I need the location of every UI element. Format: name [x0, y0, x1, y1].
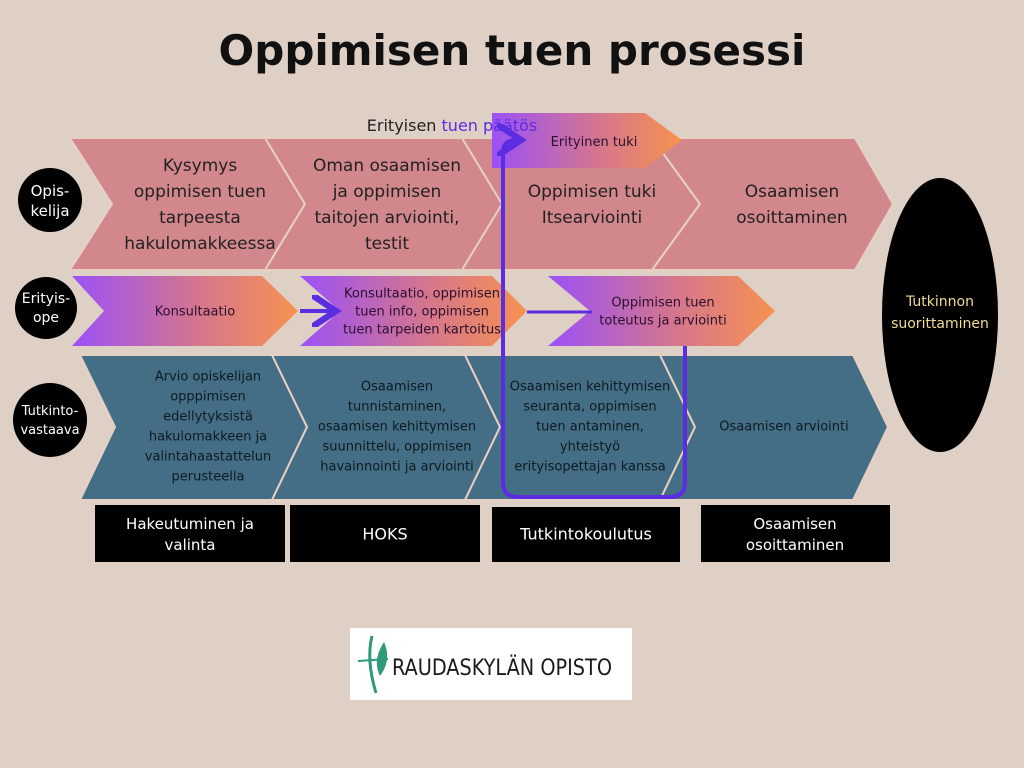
teacher-step-label: Oppimisen tuen toteutus ja arviointi: [599, 296, 726, 329]
label-line: tuen tarpeiden kartoitus: [343, 323, 501, 338]
label-line: tunnistaminen,: [348, 400, 446, 415]
responsible-step-label: Osaamisen kehittymisen seuranta, oppimise…: [510, 380, 670, 475]
label-line: taitojen arviointi,: [314, 208, 459, 228]
teacher-row: [72, 276, 775, 346]
teacher-step-2: [300, 276, 527, 346]
label-line: osoittaminen: [746, 536, 844, 554]
label-line: Oppimisen tuen: [611, 296, 714, 311]
label-line: yhteistyö: [560, 440, 620, 455]
role-student: Opis-kelija: [18, 168, 82, 232]
label-line: suunnittelu, oppimisen: [322, 440, 471, 455]
label-line: Osaamisen: [745, 182, 839, 202]
teacher-step-1: [72, 276, 298, 346]
label-line: erityisopettajan kanssa: [514, 460, 665, 475]
phase-label: Tutkintokoulutus: [519, 525, 652, 544]
teacher-step-label: Konsultaatio, oppimisen tuen info, oppimi…: [343, 287, 501, 338]
responsible-step-label: Osaamisen tunnistaminen, osaamisen kehitty…: [318, 380, 476, 475]
label-line: Osaamisen kehittymisen: [510, 380, 670, 395]
label-line: ja oppimisen: [332, 182, 442, 202]
label-line: testit: [365, 234, 409, 254]
student-step-label: Kysymys oppimisen tuen tarpeesta hakulomakk…: [124, 156, 276, 254]
label-line: Hakeutuminen ja: [126, 515, 254, 533]
label-line: perusteella: [172, 470, 245, 485]
svg-text:RAUDASKYLÄN OPISTO: RAUDASKYLÄN OPISTO: [392, 655, 612, 681]
label-line: Itsearviointi: [542, 208, 642, 228]
label-line: edellytyksistä: [163, 410, 253, 425]
phase-label: Osaamisen osoittaminen: [746, 515, 844, 554]
phase-label: Hakeutuminen ja valinta: [126, 515, 254, 554]
label-line: valinta: [165, 536, 216, 554]
svg-text:Opis-kelija: Opis-kelija: [30, 182, 69, 220]
responsible-step-4: [658, 354, 890, 501]
label-line: hakulomakkeessa: [124, 234, 276, 254]
phase-hoks: [290, 505, 480, 562]
label-line: Osaamisen arviointi: [719, 420, 849, 435]
phase-label: HOKS: [362, 525, 407, 544]
phase-application: [95, 505, 285, 562]
logo: RAUDASKYLÄN OPISTO: [350, 628, 632, 700]
label-line: HOKS: [362, 525, 407, 544]
label-line: havainnointi ja arviointi: [320, 460, 473, 475]
label-line: tuen info, oppimisen: [355, 305, 489, 320]
label-line: tuen antaminen,: [536, 420, 644, 435]
responsible-step-label: Osaamisen arviointi: [719, 420, 849, 435]
student-step-label: Osaamisen osoittaminen: [736, 182, 847, 228]
role-special-teacher: Erityis-ope: [15, 277, 77, 339]
svg-text:Erityis-ope: Erityis-ope: [22, 291, 71, 326]
responsible-row: [78, 354, 890, 501]
page-title: Oppimisen tuen prosessi: [219, 26, 806, 75]
label-line: Konsultaatio: [155, 305, 235, 320]
label-line: Arvio opiskelijan: [155, 370, 261, 385]
svg-text:Tutkinto-vastaava: Tutkinto-vastaava: [20, 404, 79, 438]
label-line: Osaamisen: [361, 380, 433, 395]
label-line: hakulomakkeen ja: [149, 430, 267, 445]
label-line: Kysymys: [163, 156, 238, 176]
label-line: toteutus ja arviointi: [599, 314, 726, 329]
teacher-step-label: Konsultaatio: [155, 305, 235, 320]
label-line: Oman osaamisen: [313, 156, 461, 176]
label-line: opppimisen: [170, 390, 246, 405]
student-row: [68, 137, 895, 271]
decision-label: Erityisen tuen päätös: [367, 116, 537, 135]
label-line: oppimisen tuen: [134, 182, 266, 202]
phase-demonstration: [701, 505, 890, 562]
support-loop-arrow: [503, 140, 687, 499]
label-line: osaamisen kehittymisen: [318, 420, 476, 435]
role-responsible: Tutkinto-vastaava: [13, 383, 87, 457]
teacher-step-3: [548, 276, 775, 346]
label-line: valintahaastattelun: [145, 450, 271, 465]
label-line: seuranta, oppimisen: [523, 400, 656, 415]
special-support-label: Erityinen tuki: [551, 135, 638, 150]
responsible-step-label: Arvio opiskelijan opppimisen edellytyksist…: [145, 370, 271, 485]
label-line: tarpeesta: [159, 208, 241, 228]
label-line: Oppimisen tuki: [528, 182, 656, 202]
label-line: Konsultaatio, oppimisen: [344, 287, 500, 302]
student-step-label: Oman osaamisen ja oppimisen taitojen arvio…: [313, 156, 461, 254]
label-line: osoittaminen: [736, 208, 847, 228]
label-line: Tutkintokoulutus: [519, 525, 652, 544]
label-line: Osaamisen: [753, 515, 836, 533]
phase-training: [492, 507, 680, 562]
phase-boxes: [95, 505, 890, 562]
special-support-chevron: [492, 113, 682, 168]
student-step-4: [650, 137, 895, 271]
